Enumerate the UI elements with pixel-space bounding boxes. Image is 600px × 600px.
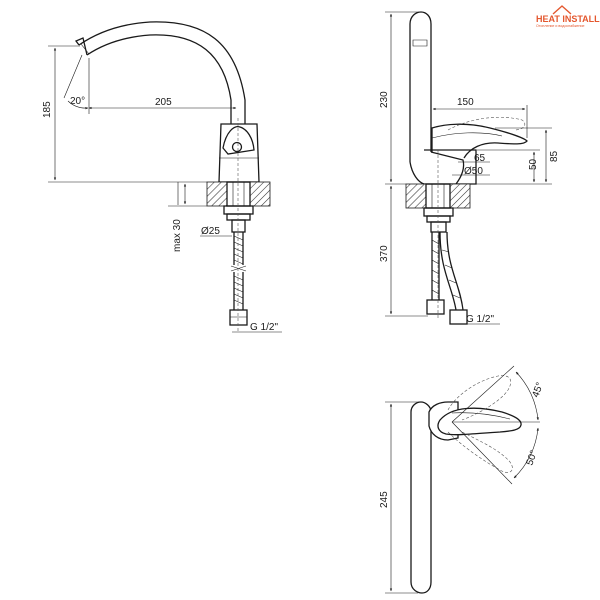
house-icon xyxy=(552,5,572,15)
dim-spout-length: 245 xyxy=(379,491,390,508)
spout xyxy=(74,21,246,124)
dim-connection-front: G 1/2" xyxy=(250,322,278,333)
side-spout xyxy=(409,11,432,185)
dim-spout-angle: 20° xyxy=(70,96,85,107)
top-view: 45° 50° 245 xyxy=(379,365,546,594)
dim-angle-upper: 45° xyxy=(530,381,546,399)
brand-logo: HEAT INSTALL Отопление и водоснабжение xyxy=(536,5,600,28)
dim-angle-lower: 50° xyxy=(524,449,540,467)
dim-height: 185 xyxy=(42,101,53,118)
side-braided-hoses xyxy=(426,231,468,325)
top-handle-rotated xyxy=(447,375,513,473)
side-view: 230 150 85 50 65 Ø50 370 G 1/2" xyxy=(379,11,560,325)
top-angle-arcs xyxy=(451,365,540,485)
top-handle xyxy=(437,407,522,436)
dim-hose-length: 370 xyxy=(379,245,390,262)
dim-base-diameter: Ø50 xyxy=(464,166,483,177)
dim-body-height: 50 xyxy=(528,158,539,170)
dim-hole-diameter: Ø25 xyxy=(201,226,220,237)
brand-tagline: Отопление и водоснабжение xyxy=(536,24,585,28)
top-spout xyxy=(410,401,432,594)
dim-connection-side: G 1/2" xyxy=(466,314,494,325)
dim-max-thickness: max 30 xyxy=(172,219,183,252)
dim-spout-height: 230 xyxy=(379,91,390,108)
braided-hose xyxy=(229,232,248,326)
side-handle xyxy=(431,116,528,159)
countertop-section xyxy=(206,181,271,207)
dim-spout-reach: 205 xyxy=(155,97,172,108)
mixer-body xyxy=(218,123,260,183)
brand-name: HEAT INSTALL xyxy=(536,14,600,24)
front-view: 20° 205 185 max 30 Ø25 G 1/2" xyxy=(42,21,282,333)
mounting-nut xyxy=(223,205,254,233)
side-mounting-nut xyxy=(423,207,454,233)
dim-handle-length: 150 xyxy=(457,97,474,108)
side-countertop xyxy=(405,183,471,209)
dim-handle-offset: 65 xyxy=(474,153,486,164)
dim-handle-height: 85 xyxy=(549,150,560,162)
